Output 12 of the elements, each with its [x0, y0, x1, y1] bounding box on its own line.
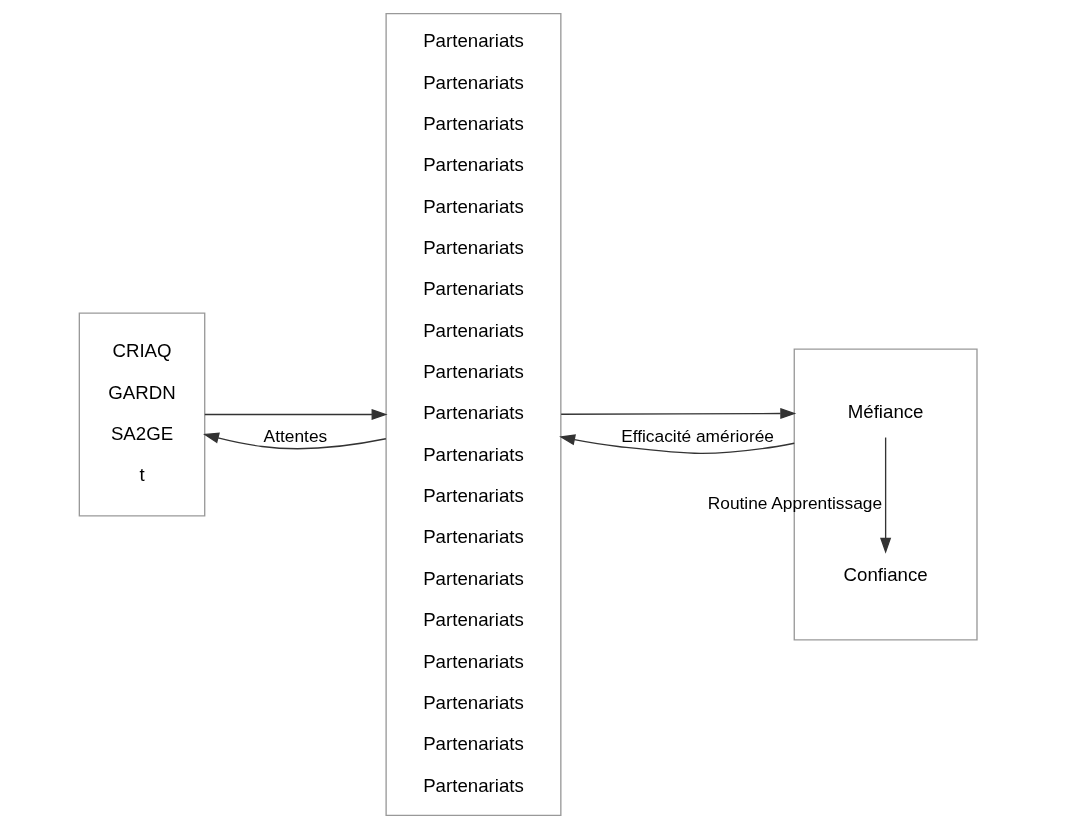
node-box: CRIAQ GARDN SA2GE t [78, 312, 206, 517]
arrow [203, 432, 387, 450]
node-text: Confiance [843, 563, 928, 585]
edge-label: Attentes [263, 425, 328, 446]
node-box: Partenariats Partenariats Partenariats Partenariats Partenariats Partenariats Partenariats Partenariats Partenariats Partenariats Partenariats Partenariats Partenariats Partenariats Partenariats Partenariats Partenariats Partenariats Partenariats [385, 13, 562, 816]
node-text: Méfiance [847, 401, 924, 423]
edge-label: Routine Apprentissage [707, 492, 883, 513]
arrow [559, 434, 795, 455]
arrow [880, 436, 892, 554]
arrow [204, 408, 388, 421]
edge-label: Efficacité amériorée [621, 425, 774, 446]
arrow [560, 407, 797, 420]
